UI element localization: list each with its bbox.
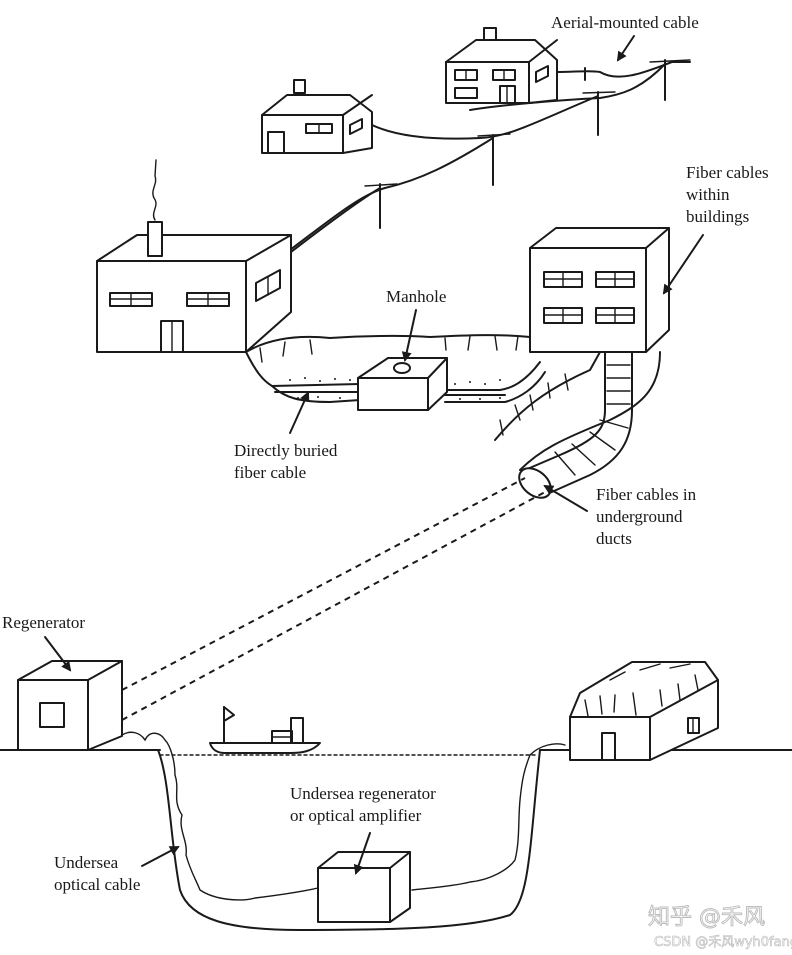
utility-poles xyxy=(289,59,691,253)
chimney xyxy=(293,79,306,94)
watermark-zhihu: 知乎 @禾风 xyxy=(648,905,765,930)
label-manhole: Manhole xyxy=(386,287,446,306)
left-building xyxy=(96,159,292,353)
arrow-undersea-cable xyxy=(141,846,180,867)
arrow-regenerator xyxy=(44,636,72,672)
duct-link-lower xyxy=(121,491,546,721)
regenerator-box xyxy=(17,660,123,751)
label-regenerator: Regenerator xyxy=(2,613,85,632)
label-ducts-2: underground xyxy=(596,507,683,526)
undersea-optical-cable xyxy=(121,731,319,901)
label-within-buildings-2: within xyxy=(686,185,730,204)
manhole-cover xyxy=(393,362,411,374)
label-buried-1: Directly buried xyxy=(234,441,338,460)
manhole-vault xyxy=(357,357,448,411)
right-building xyxy=(529,227,670,353)
duct-opening xyxy=(518,467,552,499)
watermark: 知乎 @禾风 CSDN @禾风wyh0fang xyxy=(648,905,792,951)
arrow-buildings xyxy=(662,234,704,295)
label-within-buildings-1: Fiber cables xyxy=(686,163,769,182)
label-buried-2: fiber cable xyxy=(234,463,306,482)
label-undersea-cable-1: Undersea xyxy=(54,853,119,872)
label-undersea-cable-2: optical cable xyxy=(54,875,140,894)
watermark-csdn: CSDN @禾风wyh0fang xyxy=(654,935,792,950)
chimney xyxy=(147,221,163,257)
arrow-ducts xyxy=(543,484,588,512)
undersea-amplifier xyxy=(317,851,411,923)
arrow-aerial xyxy=(616,35,635,62)
label-ducts-1: Fiber cables in xyxy=(596,485,697,504)
chimney xyxy=(483,27,497,41)
label-aerial-mounted-cable: Aerial-mounted cable xyxy=(551,13,699,32)
undersea-cable-right xyxy=(411,743,566,891)
label-ducts-3: ducts xyxy=(596,529,632,548)
label-undersea-regen-2: or optical amplifier xyxy=(290,806,422,825)
arrow-undersea-regen xyxy=(353,832,371,875)
buried-trench xyxy=(245,334,546,403)
label-undersea-regen-1: Undersea regenerator xyxy=(290,784,436,803)
label-within-buildings-3: buildings xyxy=(686,207,749,226)
ship xyxy=(209,706,321,754)
duct-link-upper xyxy=(121,477,526,691)
aerial-house xyxy=(445,27,558,104)
small-house xyxy=(261,79,373,154)
shore-hut xyxy=(569,661,719,761)
label-arrows xyxy=(44,35,704,875)
underground-duct xyxy=(494,351,661,499)
arrow-manhole xyxy=(401,309,417,362)
labels: Aerial-mounted cable Fiber cables within… xyxy=(2,13,769,894)
arrow-buried xyxy=(289,391,310,434)
